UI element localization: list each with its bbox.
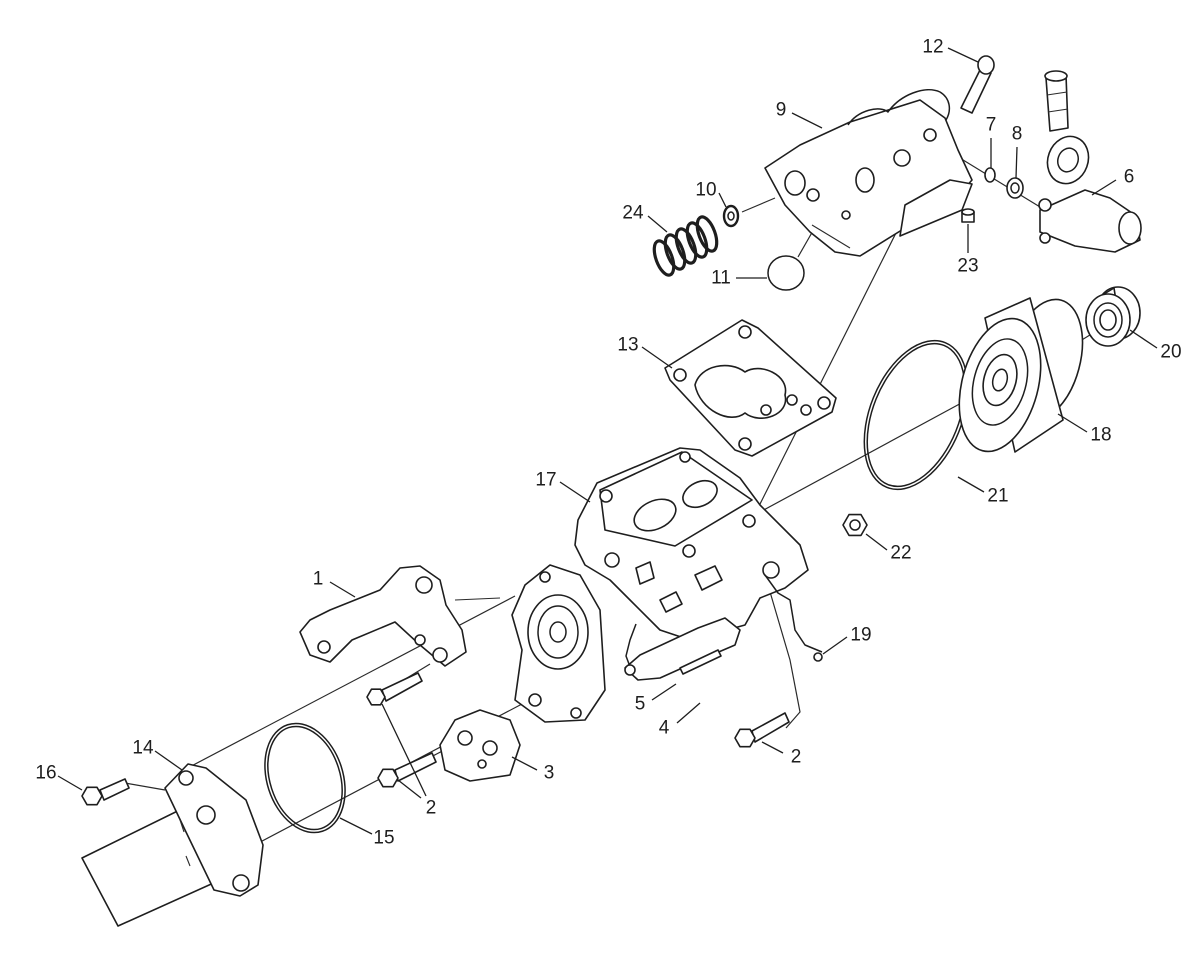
leader-line-19 xyxy=(822,636,848,655)
callout-label-1: 1 xyxy=(313,569,324,590)
part-11-o-ring xyxy=(767,255,805,291)
callout-label-5: 5 xyxy=(635,694,646,715)
callout-label-19: 19 xyxy=(850,625,871,646)
part-23-plug xyxy=(961,208,975,223)
leader-line-18 xyxy=(1057,413,1088,433)
part-15-o-ring xyxy=(264,722,346,834)
axis-line-valve-to-housing xyxy=(755,204,911,513)
leader-line-12 xyxy=(947,47,979,63)
callout-label-9: 9 xyxy=(776,100,787,121)
callout-label-2-lower: 2 xyxy=(426,798,437,819)
callout-label-21: 21 xyxy=(987,486,1008,507)
part-18-cover xyxy=(958,297,1084,453)
callout-label-13: 13 xyxy=(617,335,638,356)
part-3-bracket xyxy=(439,709,521,782)
leader-line-2-lower-b xyxy=(397,779,422,799)
leader-line-20 xyxy=(1129,329,1158,349)
callout-label-24: 24 xyxy=(622,203,644,224)
part-2-bolt-upper xyxy=(366,672,423,706)
leader-line-21 xyxy=(957,476,985,493)
callout-label-20: 20 xyxy=(1160,342,1181,363)
axis-line-solenoid xyxy=(949,151,1046,211)
leader-line-8 xyxy=(1015,146,1018,179)
part-19-pin xyxy=(764,574,823,662)
leader-line-17 xyxy=(559,481,591,503)
part-7-ring xyxy=(984,167,996,183)
callout-label-3: 3 xyxy=(544,763,555,784)
callout-label-15: 15 xyxy=(373,828,394,849)
part-2-bolt-right xyxy=(734,712,790,748)
callout-label-8: 8 xyxy=(1012,124,1023,145)
callout-label-11: 11 xyxy=(711,268,731,289)
leader-line-24 xyxy=(647,215,668,233)
part-10-washer xyxy=(722,204,740,228)
callout-labels: 12 9 7 8 6 10 24 11 23 13 20 18 21 17 22… xyxy=(35,37,1181,849)
callout-label-16: 16 xyxy=(35,763,56,784)
part-8-ring xyxy=(1006,177,1024,199)
part-22-nut xyxy=(842,513,868,537)
leader-line-16 xyxy=(57,775,83,791)
callout-label-18: 18 xyxy=(1090,425,1111,446)
callout-label-14: 14 xyxy=(132,738,154,759)
part-13-gasket xyxy=(664,319,837,457)
part-1-bracket xyxy=(299,565,501,667)
axis-line-bolt-16 xyxy=(124,782,166,791)
axis-line-bolt-right xyxy=(767,584,801,729)
callout-label-4: 4 xyxy=(659,718,670,739)
end-plate xyxy=(511,564,606,723)
leader-line-2-lower-a xyxy=(381,703,427,797)
leader-line-22 xyxy=(865,533,888,551)
part-17-housing xyxy=(574,447,809,641)
callout-label-22: 22 xyxy=(890,543,911,564)
part-5-lever xyxy=(624,617,741,681)
leader-line-4 xyxy=(676,702,701,724)
leader-line-5 xyxy=(651,683,677,701)
axis-line-washer xyxy=(741,197,776,213)
part-21-o-ring xyxy=(863,339,969,491)
leader-line-15 xyxy=(339,817,373,835)
callout-label-6: 6 xyxy=(1124,167,1135,188)
callout-label-2-right: 2 xyxy=(791,747,802,768)
leader-lines xyxy=(57,47,1158,835)
leader-line-3 xyxy=(511,756,538,771)
axis-line-housing-to-cover xyxy=(759,393,979,513)
part-12-pin xyxy=(960,55,995,114)
leader-line-1 xyxy=(329,581,356,598)
leader-line-2-right xyxy=(761,741,784,754)
part-20-bearing xyxy=(1085,286,1141,347)
part-4-pin xyxy=(679,649,722,675)
part-2-bolt-lower xyxy=(377,752,437,788)
part-14-motor-flange xyxy=(81,763,264,927)
leader-line-14 xyxy=(154,750,183,771)
callout-label-23: 23 xyxy=(957,256,978,277)
leader-line-10 xyxy=(718,192,727,208)
callout-label-7: 7 xyxy=(986,115,997,136)
part-6-solenoid xyxy=(1038,70,1142,253)
leader-line-6 xyxy=(1091,179,1117,196)
leader-line-9 xyxy=(791,112,823,129)
callout-label-17: 17 xyxy=(535,470,556,491)
callout-label-12: 12 xyxy=(922,37,943,58)
callout-label-10: 10 xyxy=(695,180,716,201)
part-16-bolt xyxy=(81,778,130,806)
part-9-valve-body xyxy=(764,88,973,257)
part-24-spring xyxy=(652,215,719,277)
leader-line-13 xyxy=(641,346,673,369)
